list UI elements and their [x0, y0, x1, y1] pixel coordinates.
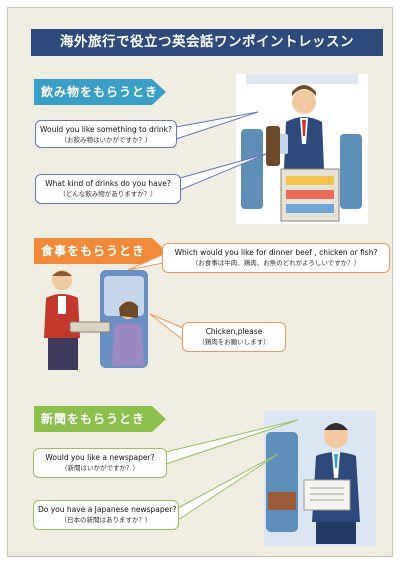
banner-arrow-shape	[34, 238, 166, 264]
banner-drink: 飲み物をもらうとき	[34, 79, 166, 105]
bubble-english: What kind of drinks do you have?	[45, 179, 171, 188]
bubble-tails-meal	[127, 253, 184, 342]
flight-attendant-drink-cart-illustration	[236, 74, 368, 224]
speech-bubble-drink-1: Would you like something to drink? （お飲み物…	[35, 120, 177, 148]
bubble-japanese: （お食事は牛肉、鶏肉、お魚のどれがよろしいですか？）	[191, 259, 361, 267]
banner-arrow-shape	[34, 406, 166, 432]
speech-bubble-newspaper-1: Would you like a newspaper? （新聞はいかがですか？）	[33, 448, 167, 478]
bubble-japanese: （新聞はいかがですか？）	[61, 464, 139, 472]
banner-newspaper-label: 新聞をもらうとき	[41, 412, 146, 426]
banner-arrow-shape	[34, 79, 166, 105]
bubble-english: Would you like a newspaper?	[45, 453, 155, 462]
bubble-japanese: （お飲み物はいかがですか？）	[60, 136, 152, 144]
page-title: 海外旅行で役立つ英会話ワンポイントレッスン	[31, 29, 383, 56]
lesson-poster: 海外旅行で役立つ英会話ワンポイントレッスン 飲み物をもらうとき Would yo…	[7, 7, 393, 557]
bubble-japanese: （鶏肉をお願いします）	[198, 338, 270, 346]
bubble-japanese: （どんな飲み物がありますか？）	[59, 190, 157, 198]
banner-drink-label: 飲み物をもらうとき	[41, 85, 159, 99]
bubble-english: Do you have a Japanese newspaper?	[38, 505, 177, 514]
banner-meal-label: 食事をもらうとき	[41, 244, 146, 258]
banner-newspaper: 新聞をもらうとき	[34, 406, 166, 432]
bubble-english: Which would you like for dinner beef , c…	[174, 248, 378, 257]
speech-bubble-newspaper-2: Do you have a Japanese newspaper? （日本の新聞…	[33, 500, 179, 530]
speech-bubble-drink-2: What kind of drinks do you have? （どんな飲み物…	[35, 174, 181, 204]
bubble-japanese: （日本の新聞はありますか？）	[60, 516, 152, 524]
speech-bubble-meal-1: Which would you like for dinner beef , c…	[162, 243, 390, 273]
flight-attendant-meal-service-illustration	[44, 270, 148, 370]
banner-meal: 食事をもらうとき	[34, 238, 166, 264]
bubble-english: Chicken,please	[205, 327, 263, 336]
bubble-english: Would you like something to drink?	[40, 125, 172, 134]
speech-bubble-meal-2: Chicken,please （鶏肉をお願いします）	[182, 322, 286, 352]
